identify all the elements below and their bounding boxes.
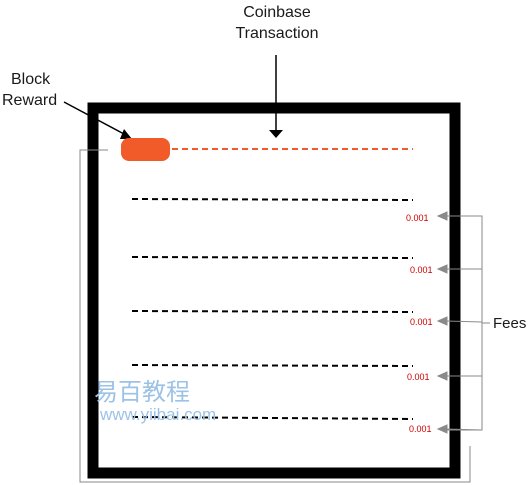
- fee-value: 0.001: [410, 317, 433, 327]
- transaction-line-4: [131, 364, 414, 367]
- watermark-chinese: 易百教程: [94, 378, 190, 406]
- transaction-line-2: [131, 256, 414, 259]
- fee-arrow-5: [445, 428, 483, 431]
- coinbase-transaction-label: Coinbase Transaction: [218, 2, 336, 44]
- block-outline: [87, 102, 461, 479]
- fees-bracket: [442, 215, 483, 431]
- fee-arrow-1-head: [436, 211, 448, 221]
- fee-arrow-3: [445, 320, 483, 323]
- fee-arrows: [436, 211, 483, 434]
- coinbase-label-line2: Transaction: [235, 25, 319, 42]
- block-reward-pill: [121, 138, 170, 161]
- transaction-line-5: [131, 416, 414, 420]
- block-reward-arrow-head: [120, 129, 132, 139]
- coinbase-label-line1: Coinbase: [243, 4, 311, 21]
- coinbase-arrow-head: [269, 130, 283, 138]
- transaction-lines: [131, 198, 414, 420]
- fee-value: 0.001: [406, 213, 429, 223]
- fee-arrow-3-head: [436, 316, 448, 326]
- watermark-url: www.yiibai.com: [100, 405, 217, 424]
- block-reward-arrow-shaft: [63, 101, 125, 135]
- fee-value: 0.001: [409, 424, 432, 434]
- block-label-line1: Block: [11, 71, 51, 88]
- block-label-line2: Reward: [2, 92, 58, 109]
- fees-label: Fees: [493, 315, 527, 332]
- transaction-line-3: [131, 310, 414, 313]
- fee-arrow-4-head: [436, 371, 448, 381]
- transaction-line-1: [131, 198, 414, 201]
- block-reward-label: Block Reward: [2, 69, 57, 111]
- fee-value: 0.001: [407, 372, 430, 382]
- fee-arrow-2-head: [436, 264, 448, 274]
- fee-value: 0.001: [410, 265, 433, 275]
- fee-arrow-5-head: [436, 424, 448, 434]
- reward-bracket: [79, 149, 471, 483]
